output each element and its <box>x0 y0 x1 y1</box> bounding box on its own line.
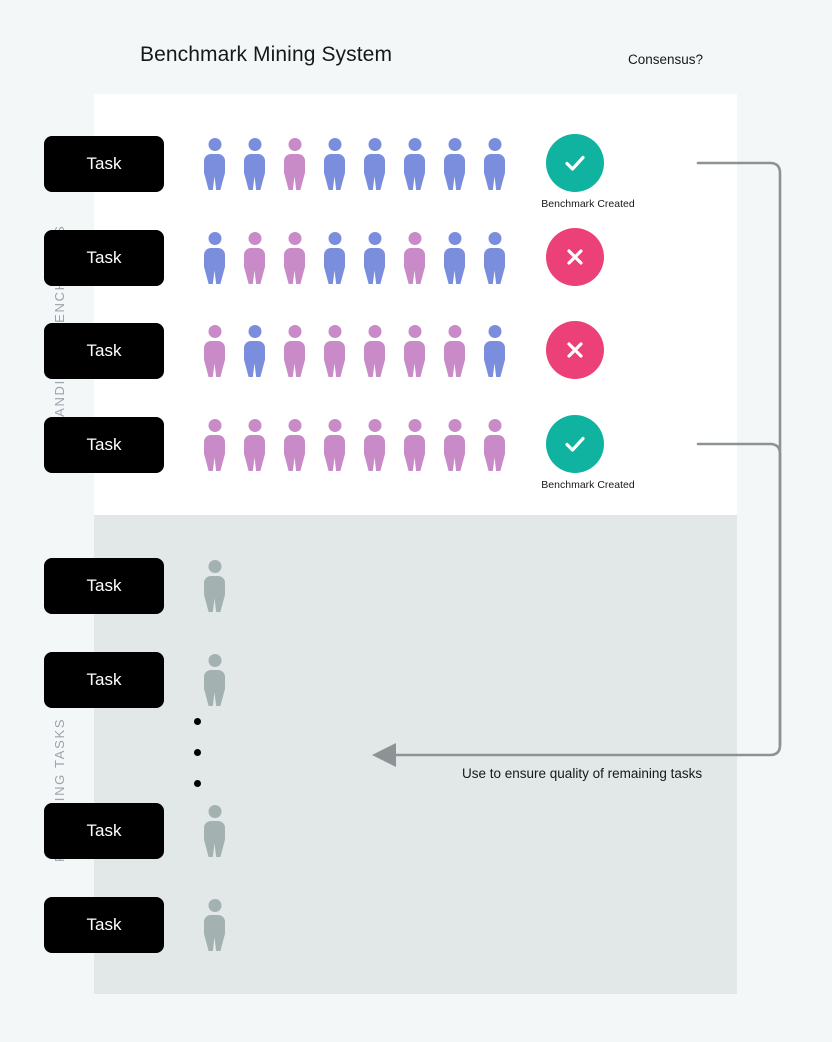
task-button[interactable]: Task <box>44 323 164 379</box>
worker-group <box>204 419 505 471</box>
worker-icon <box>244 419 265 471</box>
worker-icon <box>284 419 305 471</box>
worker-icon <box>404 138 425 190</box>
benchmark-created-label: Benchmark Created <box>541 198 635 210</box>
worker-icon <box>364 325 385 377</box>
task-button[interactable]: Task <box>44 652 164 708</box>
worker-icon <box>364 419 385 471</box>
worker-icon <box>444 138 465 190</box>
ellipsis-indicator <box>194 718 201 811</box>
remaining-row: Task <box>0 803 643 859</box>
worker-group <box>204 805 225 857</box>
task-button[interactable]: Task <box>44 897 164 953</box>
candidate-row: Task Benchmark Created <box>0 415 643 491</box>
candidate-row: Task <box>0 321 643 379</box>
benchmark-created-label: Benchmark Created <box>541 479 635 491</box>
ellipsis-dot <box>194 780 201 787</box>
worker-icon <box>204 899 225 951</box>
worker-icon <box>204 232 225 284</box>
remaining-row: Task <box>0 558 643 614</box>
remaining-row: Task <box>0 652 643 708</box>
check-icon <box>565 155 585 171</box>
candidate-row: Task Benchmark Created <box>0 134 643 210</box>
worker-icon <box>404 325 425 377</box>
worker-icon <box>204 138 225 190</box>
worker-icon <box>444 232 465 284</box>
status-badge-rejected[interactable] <box>546 228 604 286</box>
worker-icon <box>324 138 345 190</box>
worker-icon <box>244 138 265 190</box>
worker-icon <box>364 232 385 284</box>
task-button[interactable]: Task <box>44 230 164 286</box>
worker-icon <box>364 138 385 190</box>
worker-icon <box>444 325 465 377</box>
worker-group <box>204 654 225 706</box>
worker-icon <box>204 325 225 377</box>
cross-icon <box>567 342 583 358</box>
check-icon <box>565 436 585 452</box>
worker-icon <box>404 419 425 471</box>
feedback-arrow-caption: Use to ensure quality of remaining tasks <box>462 766 703 781</box>
worker-group <box>204 232 505 284</box>
worker-icon <box>284 138 305 190</box>
worker-icon <box>404 232 425 284</box>
ellipsis-dot <box>194 718 201 725</box>
worker-icon <box>484 325 505 377</box>
worker-group <box>204 325 505 377</box>
task-button[interactable]: Task <box>44 136 164 192</box>
worker-icon <box>204 560 225 612</box>
worker-icon <box>484 419 505 471</box>
worker-group <box>204 138 505 190</box>
worker-icon <box>484 138 505 190</box>
worker-icon <box>324 325 345 377</box>
status-badge-approved[interactable] <box>546 134 604 192</box>
page-title: Benchmark Mining System <box>140 43 393 66</box>
worker-icon <box>284 232 305 284</box>
worker-group <box>204 560 225 612</box>
worker-icon <box>204 654 225 706</box>
worker-icon <box>324 232 345 284</box>
worker-icon <box>204 805 225 857</box>
task-button[interactable]: Task <box>44 803 164 859</box>
worker-icon <box>284 325 305 377</box>
status-badge-approved[interactable] <box>546 415 604 473</box>
ellipsis-dot <box>194 749 201 756</box>
worker-icon <box>324 419 345 471</box>
candidate-row: Task <box>0 228 643 286</box>
worker-icon <box>244 325 265 377</box>
worker-icon <box>244 232 265 284</box>
status-badge-rejected[interactable] <box>546 321 604 379</box>
remaining-row: Task <box>0 897 643 953</box>
worker-icon <box>204 419 225 471</box>
worker-icon <box>484 232 505 284</box>
worker-group <box>204 899 225 951</box>
task-button[interactable]: Task <box>44 558 164 614</box>
task-button[interactable]: Task <box>44 417 164 473</box>
consensus-column-header: Consensus? <box>628 52 704 67</box>
worker-icon <box>444 419 465 471</box>
cross-icon <box>567 249 583 265</box>
